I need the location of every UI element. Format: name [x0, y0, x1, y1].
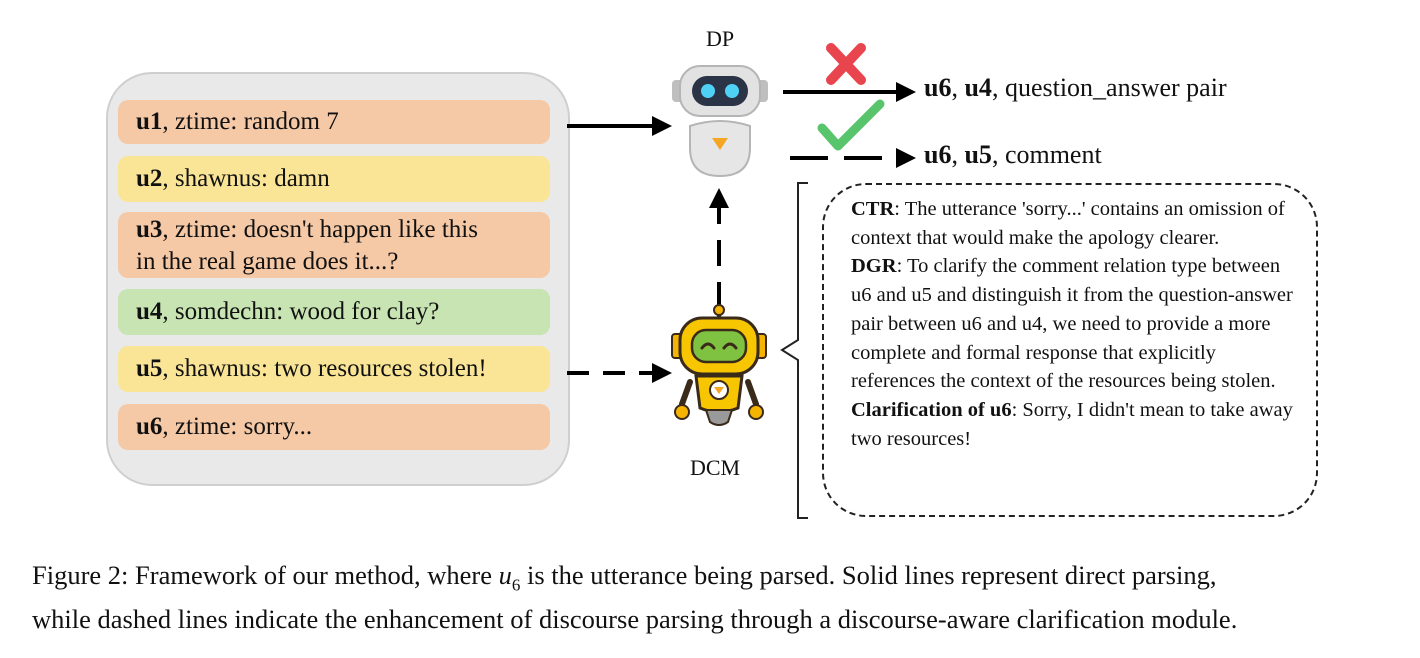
robot-head-icon	[672, 65, 768, 178]
utterance-text: , shawnus: damn	[162, 165, 330, 192]
output-sep: ,	[951, 73, 965, 102]
caption-text-a: Figure 2: Framework of our method, where	[32, 560, 499, 590]
dp-label: DP	[706, 26, 735, 51]
utterance-text: , shawnus: two resources stolen!	[162, 355, 487, 382]
utterance-u3: u3, ztime: doesn't happen like this in t…	[118, 212, 550, 278]
utterance-id: u5	[136, 355, 163, 382]
ctr-paragraph: CTR: The utterance 'sorry...' contains a…	[851, 195, 1301, 252]
utterance-text-continued: in the real game does it...?	[136, 248, 399, 275]
utterance-id: u2	[136, 165, 163, 192]
utterance-u2: u2, shawnus: damn	[118, 156, 550, 202]
clarification-paragraph: Clarification of u6: Sorry, I didn't mea…	[851, 396, 1301, 453]
output-wrong-a: u6	[924, 73, 952, 102]
curly-brace	[780, 182, 808, 519]
utterance-text: , ztime: doesn't happen like this	[162, 216, 478, 243]
dgr-label: DGR	[851, 255, 897, 278]
ctr-text: : The utterance 'sorry...' contains an o…	[851, 198, 1285, 249]
dgr-paragraph: DGR: To clarify the comment relation typ…	[851, 252, 1301, 396]
utterance-text: , somdechn: wood for clay?	[162, 298, 440, 325]
clarification-sentence: : Sorry, I didn't mean to take away two …	[851, 398, 1293, 450]
utterance-id: u4	[136, 298, 163, 325]
utterance-u4: u4, somdechn: wood for clay?	[118, 289, 550, 335]
green-check-icon	[817, 99, 885, 151]
red-cross-icon	[826, 43, 866, 85]
utterance-u5: u5, shawnus: two resources stolen!	[118, 346, 550, 392]
caption-variable: u	[498, 560, 512, 590]
yellow-robot-icon	[671, 304, 767, 426]
utterance-id: u6	[136, 413, 163, 440]
utterance-text: , ztime: sorry...	[162, 413, 313, 440]
output-right-b: u5	[964, 140, 992, 169]
output-right: u6, u5, comment	[924, 140, 1102, 170]
dgr-text: : To clarify the comment relation type b…	[851, 255, 1293, 393]
figure-caption: Figure 2: Framework of our method, where…	[32, 558, 1402, 637]
utterance-id: u1	[136, 108, 163, 135]
clarification-text: CTR: The utterance 'sorry...' contains a…	[851, 195, 1301, 453]
caption-line-2: while dashed lines indicate the enhancem…	[32, 604, 1238, 635]
utterance-u1: u1, ztime: random 7	[118, 100, 550, 144]
output-wrong-relation: , question_answer pair	[991, 73, 1227, 102]
output-sep: ,	[951, 140, 965, 169]
output-wrong-b: u4	[964, 73, 992, 102]
ctr-label: CTR	[851, 198, 895, 220]
utterance-u6: u6, ztime: sorry...	[118, 404, 550, 450]
output-wrong: u6, u4, question_answer pair	[924, 73, 1227, 103]
clarification-box	[822, 183, 1318, 517]
caption-line-1: Figure 2: Framework of our method, where…	[32, 558, 1402, 602]
caption-subscript: 6	[511, 575, 521, 595]
utterance-text: , ztime: random 7	[162, 108, 339, 135]
output-right-a: u6	[924, 140, 952, 169]
caption-text-b: is the utterance being parsed. Solid lin…	[520, 560, 1217, 590]
clarification-label: Clarification of u6	[851, 398, 1012, 421]
dcm-label: DCM	[690, 455, 741, 480]
utterance-id: u3	[136, 216, 163, 243]
output-right-relation: , comment	[991, 140, 1102, 169]
